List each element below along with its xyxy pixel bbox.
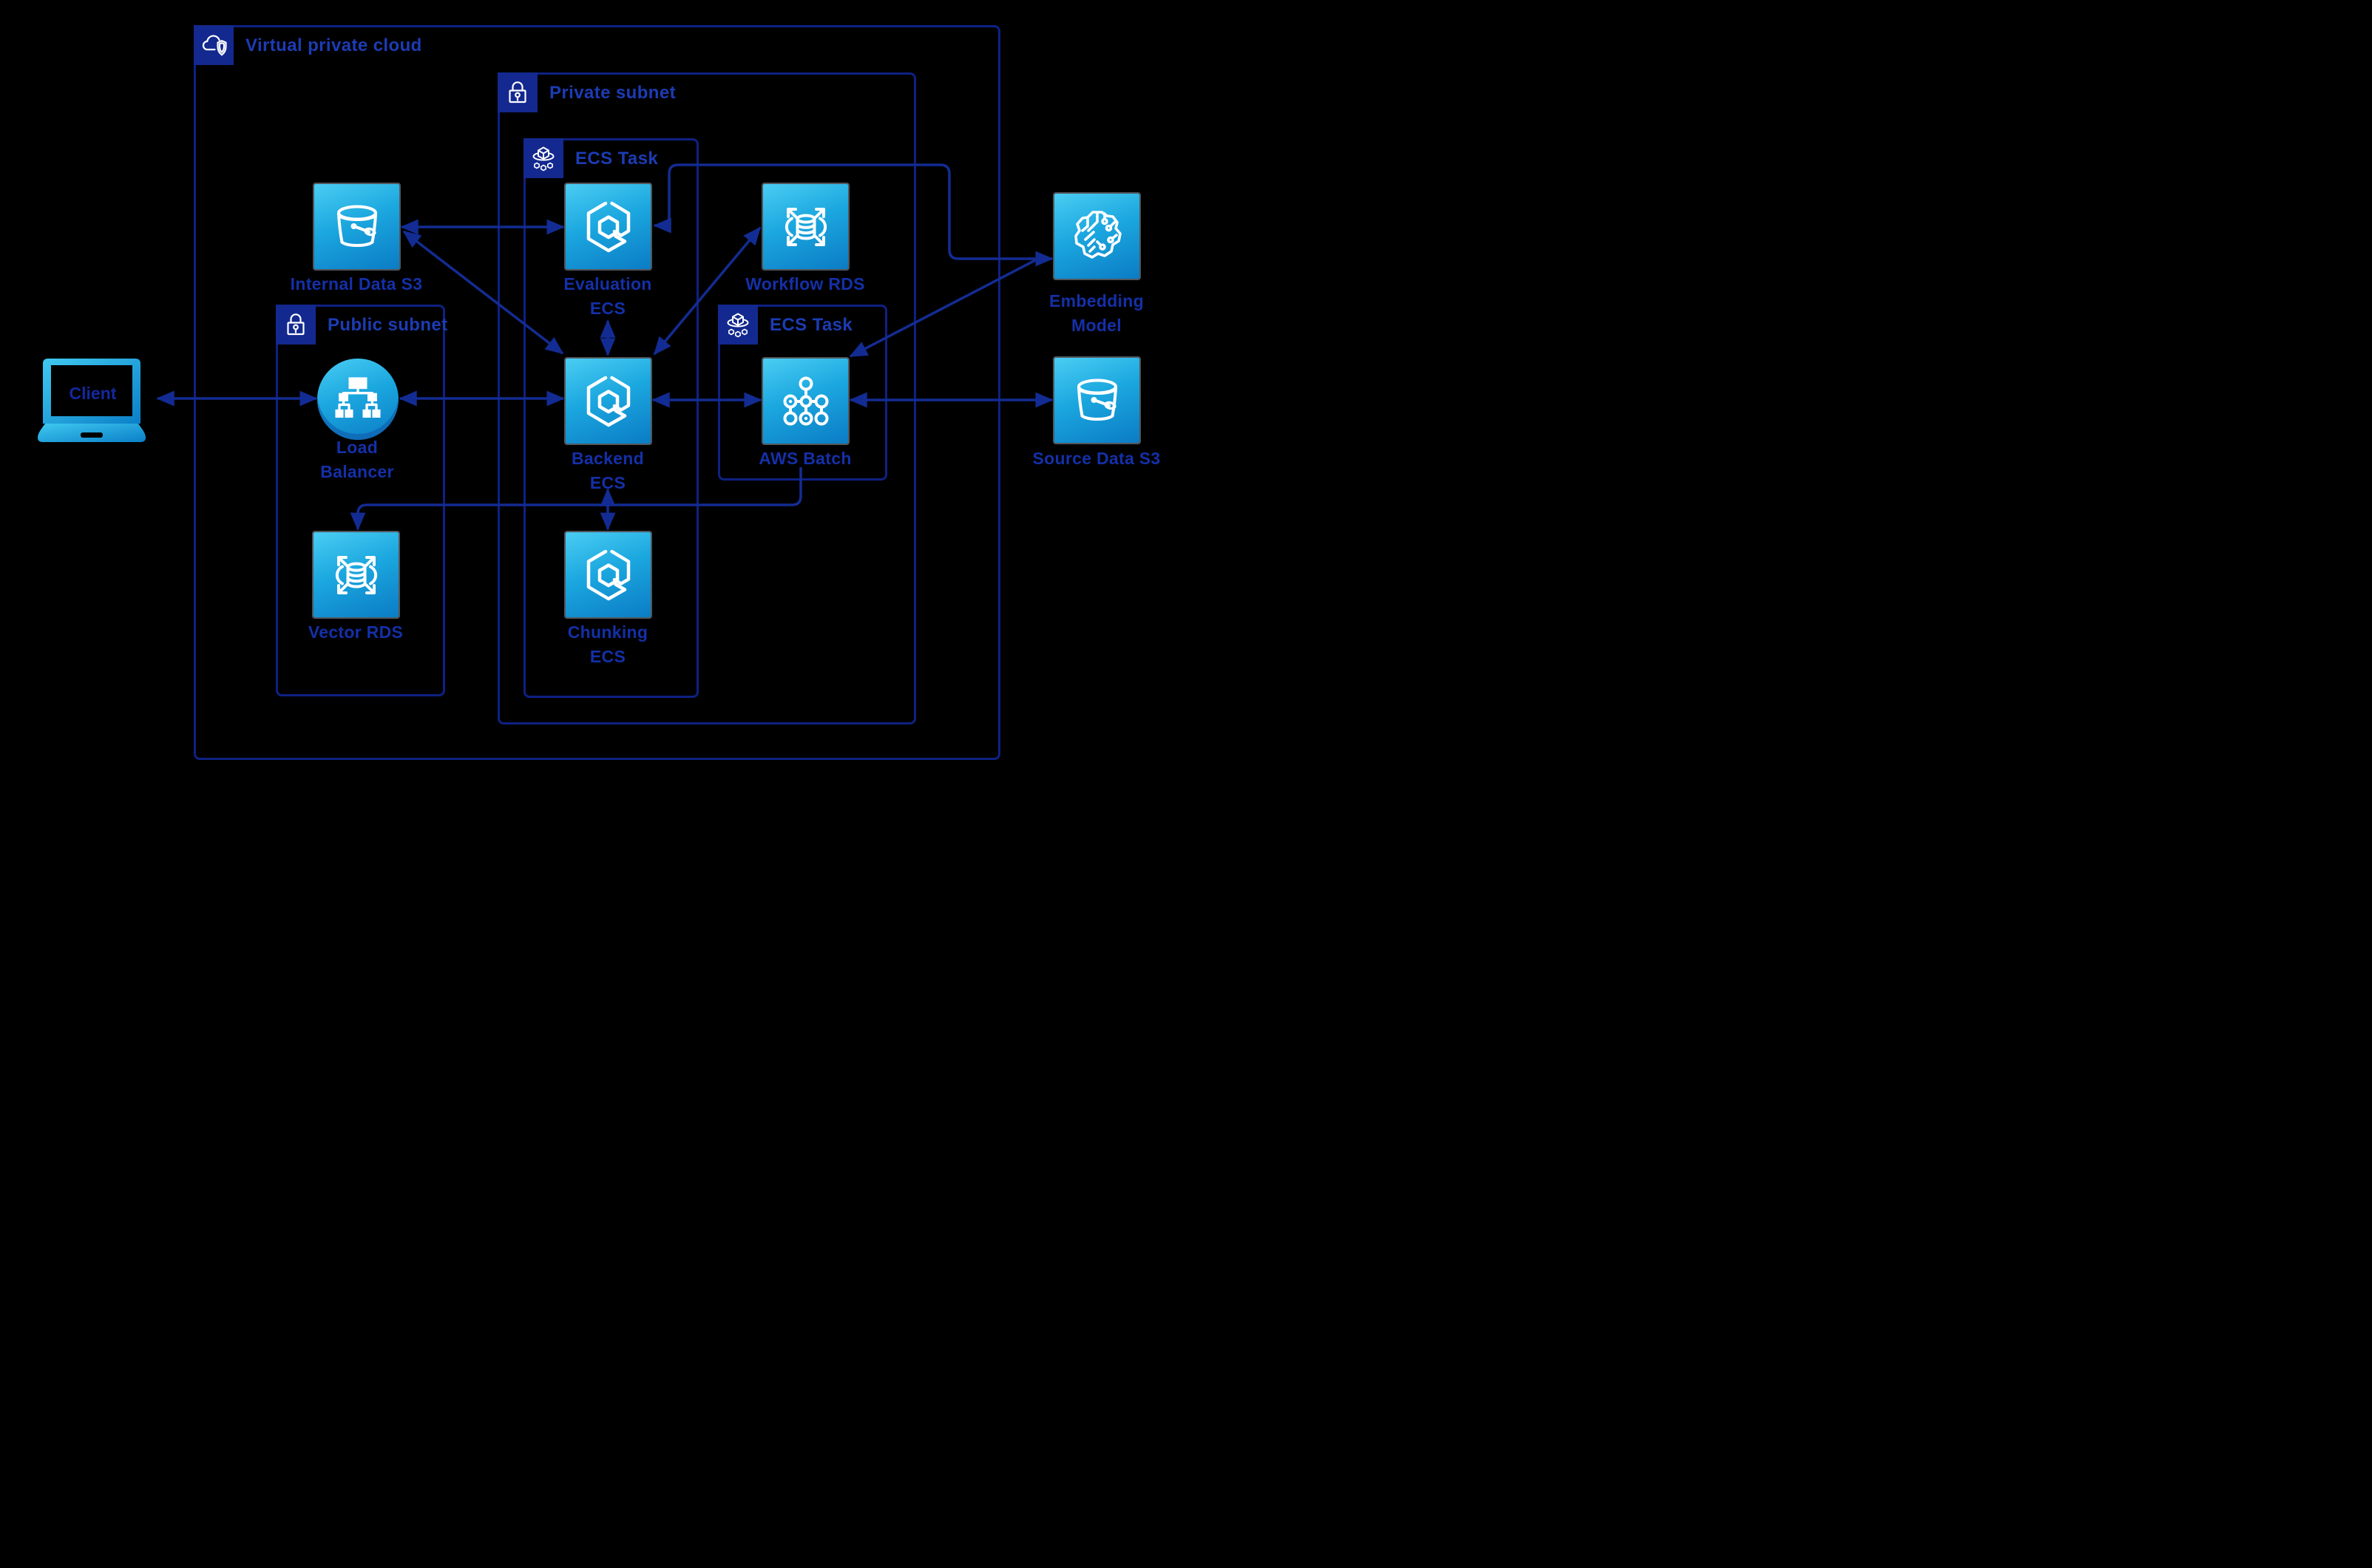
vpc-label: Virtual private cloud <box>245 35 422 55</box>
internal-data-s3-label: Internal Data S3 <box>290 274 423 293</box>
ecs-hexagon-icon <box>564 183 652 271</box>
ecs-task-icon <box>718 305 758 345</box>
batch-molecule-icon <box>762 357 850 445</box>
client-label: Client <box>69 384 117 403</box>
s3-bucket-icon <box>1053 356 1141 444</box>
aws-batch-label: AWS Batch <box>759 449 852 468</box>
rds-database-icon <box>762 183 850 271</box>
source-data-s3-label: Source Data S3 <box>1032 449 1161 468</box>
load-balancer-label: Load Balancer <box>320 438 394 481</box>
ecs-task-1-container <box>523 138 699 698</box>
lock-icon <box>498 72 538 112</box>
laptop-icon <box>38 359 146 442</box>
chunking-ecs-label: Chunking ECS <box>567 622 648 666</box>
private-subnet-label: Private subnet <box>549 83 676 103</box>
rds-database-icon <box>312 531 400 619</box>
public-subnet-container <box>276 305 445 696</box>
cloud-shield-icon <box>194 25 234 65</box>
architecture-diagram: Virtual private cloud Private subnet ECS… <box>0 0 1186 784</box>
ecs-task-1-label: ECS Task <box>575 149 659 169</box>
arrow-evaluation-embedding <box>653 163 1054 267</box>
public-subnet-label: Public subnet <box>328 315 448 335</box>
arrow-awsbatch-embedding <box>849 257 1039 358</box>
arrow-awsbatch-vectorrds <box>350 467 802 531</box>
arrow-s3-backend <box>402 230 564 355</box>
load-balancer-icon <box>317 359 399 440</box>
brain-circuit-icon <box>1053 192 1141 280</box>
workflow-rds-label: Workflow RDS <box>745 274 865 293</box>
ecs-hexagon-icon <box>564 357 652 445</box>
lock-icon <box>276 305 316 345</box>
vector-rds-label: Vector RDS <box>308 622 404 642</box>
evaluation-ecs-label: Evaluation ECS <box>563 274 652 318</box>
backend-ecs-label: Backend ECS <box>572 449 644 492</box>
ecs-task-icon <box>523 138 563 178</box>
s3-bucket-icon <box>313 183 401 271</box>
embedding-model-label: Embedding Model <box>1049 291 1144 335</box>
ecs-hexagon-icon <box>564 531 652 619</box>
connection-arrows <box>156 163 1054 531</box>
ecs-task-2-label: ECS Task <box>770 315 853 335</box>
